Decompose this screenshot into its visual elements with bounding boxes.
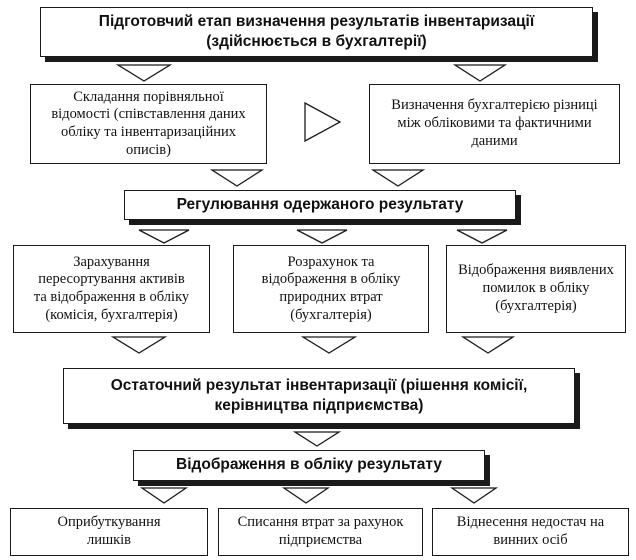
regulation-stage-title: Регулювання одержаного результату bbox=[176, 195, 464, 213]
regrading-text: Зарахування пересортування активів та ві… bbox=[33, 253, 190, 323]
down-arrow bbox=[292, 431, 342, 447]
down-arrow bbox=[300, 336, 358, 354]
down-arrow bbox=[139, 487, 189, 504]
down-arrow bbox=[281, 487, 331, 504]
down-arrow bbox=[296, 229, 348, 244]
surplus-box: Оприбуткування лишків bbox=[10, 508, 208, 556]
down-arrow bbox=[460, 336, 516, 354]
preparatory-stage-box: Підготовчий етап визначення результатів … bbox=[40, 7, 593, 57]
comparison-statement-box: Складання порівняльної відомості (співст… bbox=[30, 84, 267, 164]
down-arrow bbox=[115, 64, 173, 82]
loss-writeoff-box: Списання втрат за рахунок підприємства bbox=[218, 508, 423, 556]
errors-box: Відображення виявлених помилок в обліку … bbox=[446, 245, 626, 333]
comparison-statement-text: Складання порівняльної відомості (співст… bbox=[51, 88, 246, 158]
down-arrow bbox=[138, 229, 190, 244]
natural-losses-box: Розрахунок та відображення в обліку прир… bbox=[233, 245, 429, 333]
shortage-text: Віднесення недостач на винних осіб bbox=[456, 514, 605, 548]
down-arrow bbox=[456, 229, 508, 244]
regulation-stage-box: Регулювання одержаного результату bbox=[124, 190, 516, 220]
right-arrow bbox=[304, 101, 342, 143]
down-arrow bbox=[209, 169, 265, 187]
down-arrow bbox=[449, 487, 499, 504]
down-arrow bbox=[452, 64, 508, 82]
surplus-text: Оприбуткування лишків bbox=[57, 514, 161, 548]
accounting-reflection-stage-box: Відображення в обліку результату bbox=[133, 450, 485, 481]
shortage-box: Віднесення недостач на винних осіб bbox=[432, 508, 629, 556]
final-result-stage-title: Остаточний результат інвентаризації (ріш… bbox=[110, 376, 528, 414]
down-arrow bbox=[370, 169, 426, 187]
accounting-reflection-stage-title: Відображення в обліку результату bbox=[176, 456, 442, 474]
final-result-stage-box: Остаточний результат інвентаризації (ріш… bbox=[63, 368, 575, 424]
regrading-box: Зарахування пересортування активів та ві… bbox=[13, 245, 210, 333]
natural-losses-text: Розрахунок та відображення в обліку прир… bbox=[261, 253, 401, 323]
difference-determination-box: Визначення бухгалтерією різниці між облі… bbox=[369, 84, 620, 164]
difference-determination-text: Визначення бухгалтерією різниці між облі… bbox=[391, 97, 598, 149]
errors-text: Відображення виявлених помилок в обліку … bbox=[458, 262, 614, 314]
down-arrow bbox=[110, 336, 168, 354]
loss-writeoff-text: Списання втрат за рахунок підприємства bbox=[237, 514, 404, 548]
preparatory-stage-title: Підготовчий етап визначення результатів … bbox=[98, 12, 535, 50]
